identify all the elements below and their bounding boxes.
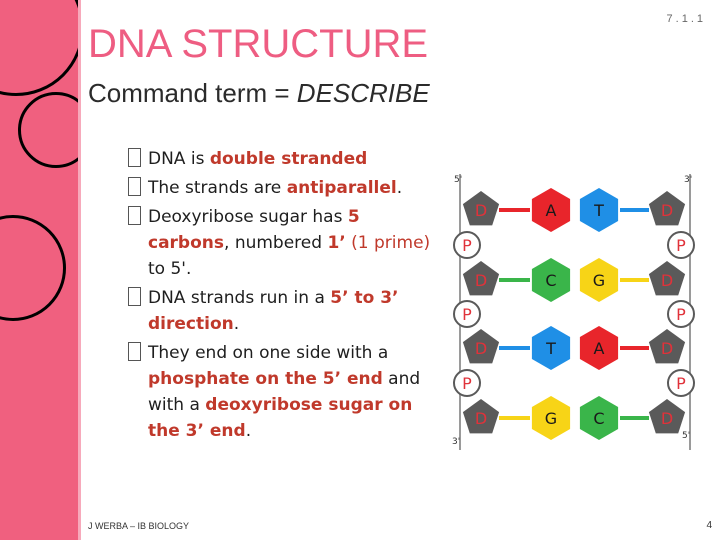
strand-label: P — [676, 374, 686, 393]
base-label: T — [545, 339, 556, 358]
bullet-text: (1 prime) — [345, 233, 431, 253]
slide-subtitle: Command term = DESCRIBE — [88, 80, 430, 106]
decorative-ring — [0, 215, 66, 321]
nucleobase-icon — [579, 188, 619, 232]
strand-label: P — [462, 236, 472, 255]
decorative-ring — [0, 0, 78, 96]
phosphate-icon — [667, 369, 695, 397]
deoxyribose-sugar-icon — [462, 399, 500, 434]
bullet-text: phosphate on the 5’ end — [148, 369, 383, 389]
strand-label: D — [661, 339, 673, 358]
bullet-item: They end on one side with a phosphate on… — [128, 340, 446, 444]
bullet-text: The strands are — [148, 178, 287, 198]
base-label: T — [593, 201, 604, 220]
strand-label: P — [462, 374, 472, 393]
nucleobase-icon — [531, 188, 571, 232]
nucleobase-icon — [531, 258, 571, 302]
strand-label: D — [475, 271, 487, 290]
nucleobase-icon — [579, 258, 619, 302]
bullet-text: Deoxyribose sugar has — [148, 207, 348, 227]
bullet-text: DNA strands run in a — [148, 288, 331, 308]
strand-end-label: 3' — [452, 437, 460, 447]
nucleobase-icon — [531, 396, 571, 440]
deoxyribose-sugar-icon — [648, 329, 686, 364]
bullet-text: antiparallel — [286, 178, 397, 198]
phosphate-icon — [667, 231, 695, 259]
base-label: G — [593, 271, 605, 290]
base-label: C — [545, 271, 556, 290]
strand-label: D — [661, 271, 673, 290]
sidebar-edge — [78, 0, 81, 540]
phosphate-icon — [453, 369, 481, 397]
bullet-box-icon — [128, 148, 141, 167]
bullet-box-icon — [128, 287, 141, 306]
deoxyribose-sugar-icon — [462, 329, 500, 364]
strand-label: P — [676, 305, 686, 324]
strand-label: D — [661, 201, 673, 220]
phosphate-icon — [453, 300, 481, 328]
strand-end-label: 5' — [454, 175, 462, 185]
command-term: DESCRIBE — [296, 78, 430, 108]
bullet-item: DNA is double stranded — [128, 146, 446, 172]
strand-label: D — [475, 201, 487, 220]
page-number: 4 — [706, 520, 712, 531]
nucleobase-icon — [579, 396, 619, 440]
bullet-text: 5 carbons — [148, 207, 360, 253]
deoxyribose-sugar-icon — [648, 261, 686, 296]
strand-end-label: 5' — [682, 431, 690, 441]
subtitle-prefix: Command term = — [88, 78, 297, 108]
base-label: A — [546, 201, 557, 220]
bullet-text: to 5'. — [148, 259, 192, 279]
slide-title: DNA STRUCTURE — [88, 22, 429, 66]
deoxyribose-sugar-icon — [462, 191, 500, 226]
deoxyribose-sugar-icon — [462, 261, 500, 296]
base-label: C — [593, 409, 604, 428]
bullet-text: DNA is — [148, 149, 210, 169]
strand-label: D — [475, 339, 487, 358]
strand-label: D — [475, 409, 487, 428]
bullet-text: 5’ to 3’ direction — [148, 288, 399, 334]
strand-end-label: 3' — [684, 175, 692, 185]
nucleobase-icon — [579, 326, 619, 370]
bullet-text: , numbered — [224, 233, 328, 253]
base-label: G — [545, 409, 557, 428]
bullet-item: DNA strands run in a 5’ to 3’ direction. — [128, 285, 446, 337]
decorative-ring — [18, 92, 78, 168]
strand-label: D — [661, 409, 673, 428]
bullet-box-icon — [128, 342, 141, 361]
strand-label: P — [462, 305, 472, 324]
bullet-box-icon — [128, 177, 141, 196]
base-label: A — [594, 339, 605, 358]
bullet-text: . — [396, 178, 403, 198]
phosphate-icon — [453, 231, 481, 259]
slide-section-number: 7.1.1 — [666, 13, 706, 25]
bullet-item: The strands are antiparallel. — [128, 175, 446, 201]
deoxyribose-sugar-icon — [648, 191, 686, 226]
phosphate-icon — [667, 300, 695, 328]
bullet-text: double stranded — [209, 149, 368, 169]
strand-label: P — [676, 236, 686, 255]
nucleobase-icon — [531, 326, 571, 370]
bullet-text: and with a — [148, 369, 421, 415]
bullet-text: . — [233, 314, 240, 334]
deoxyribose-sugar-icon — [648, 399, 686, 434]
bullet-text: They end on one side with a — [148, 343, 389, 363]
bullet-text: . — [245, 421, 252, 441]
decorative-sidebar — [0, 0, 78, 540]
bullet-box-icon — [128, 206, 141, 225]
bullet-text: deoxyribose sugar on the 3’ end — [148, 395, 413, 441]
bullet-item: Deoxyribose sugar has 5 carbons, numbere… — [128, 204, 446, 282]
bullet-text: 1’ — [327, 233, 346, 253]
footer-credit: J WERBA – IB BIOLOGY — [88, 521, 190, 531]
